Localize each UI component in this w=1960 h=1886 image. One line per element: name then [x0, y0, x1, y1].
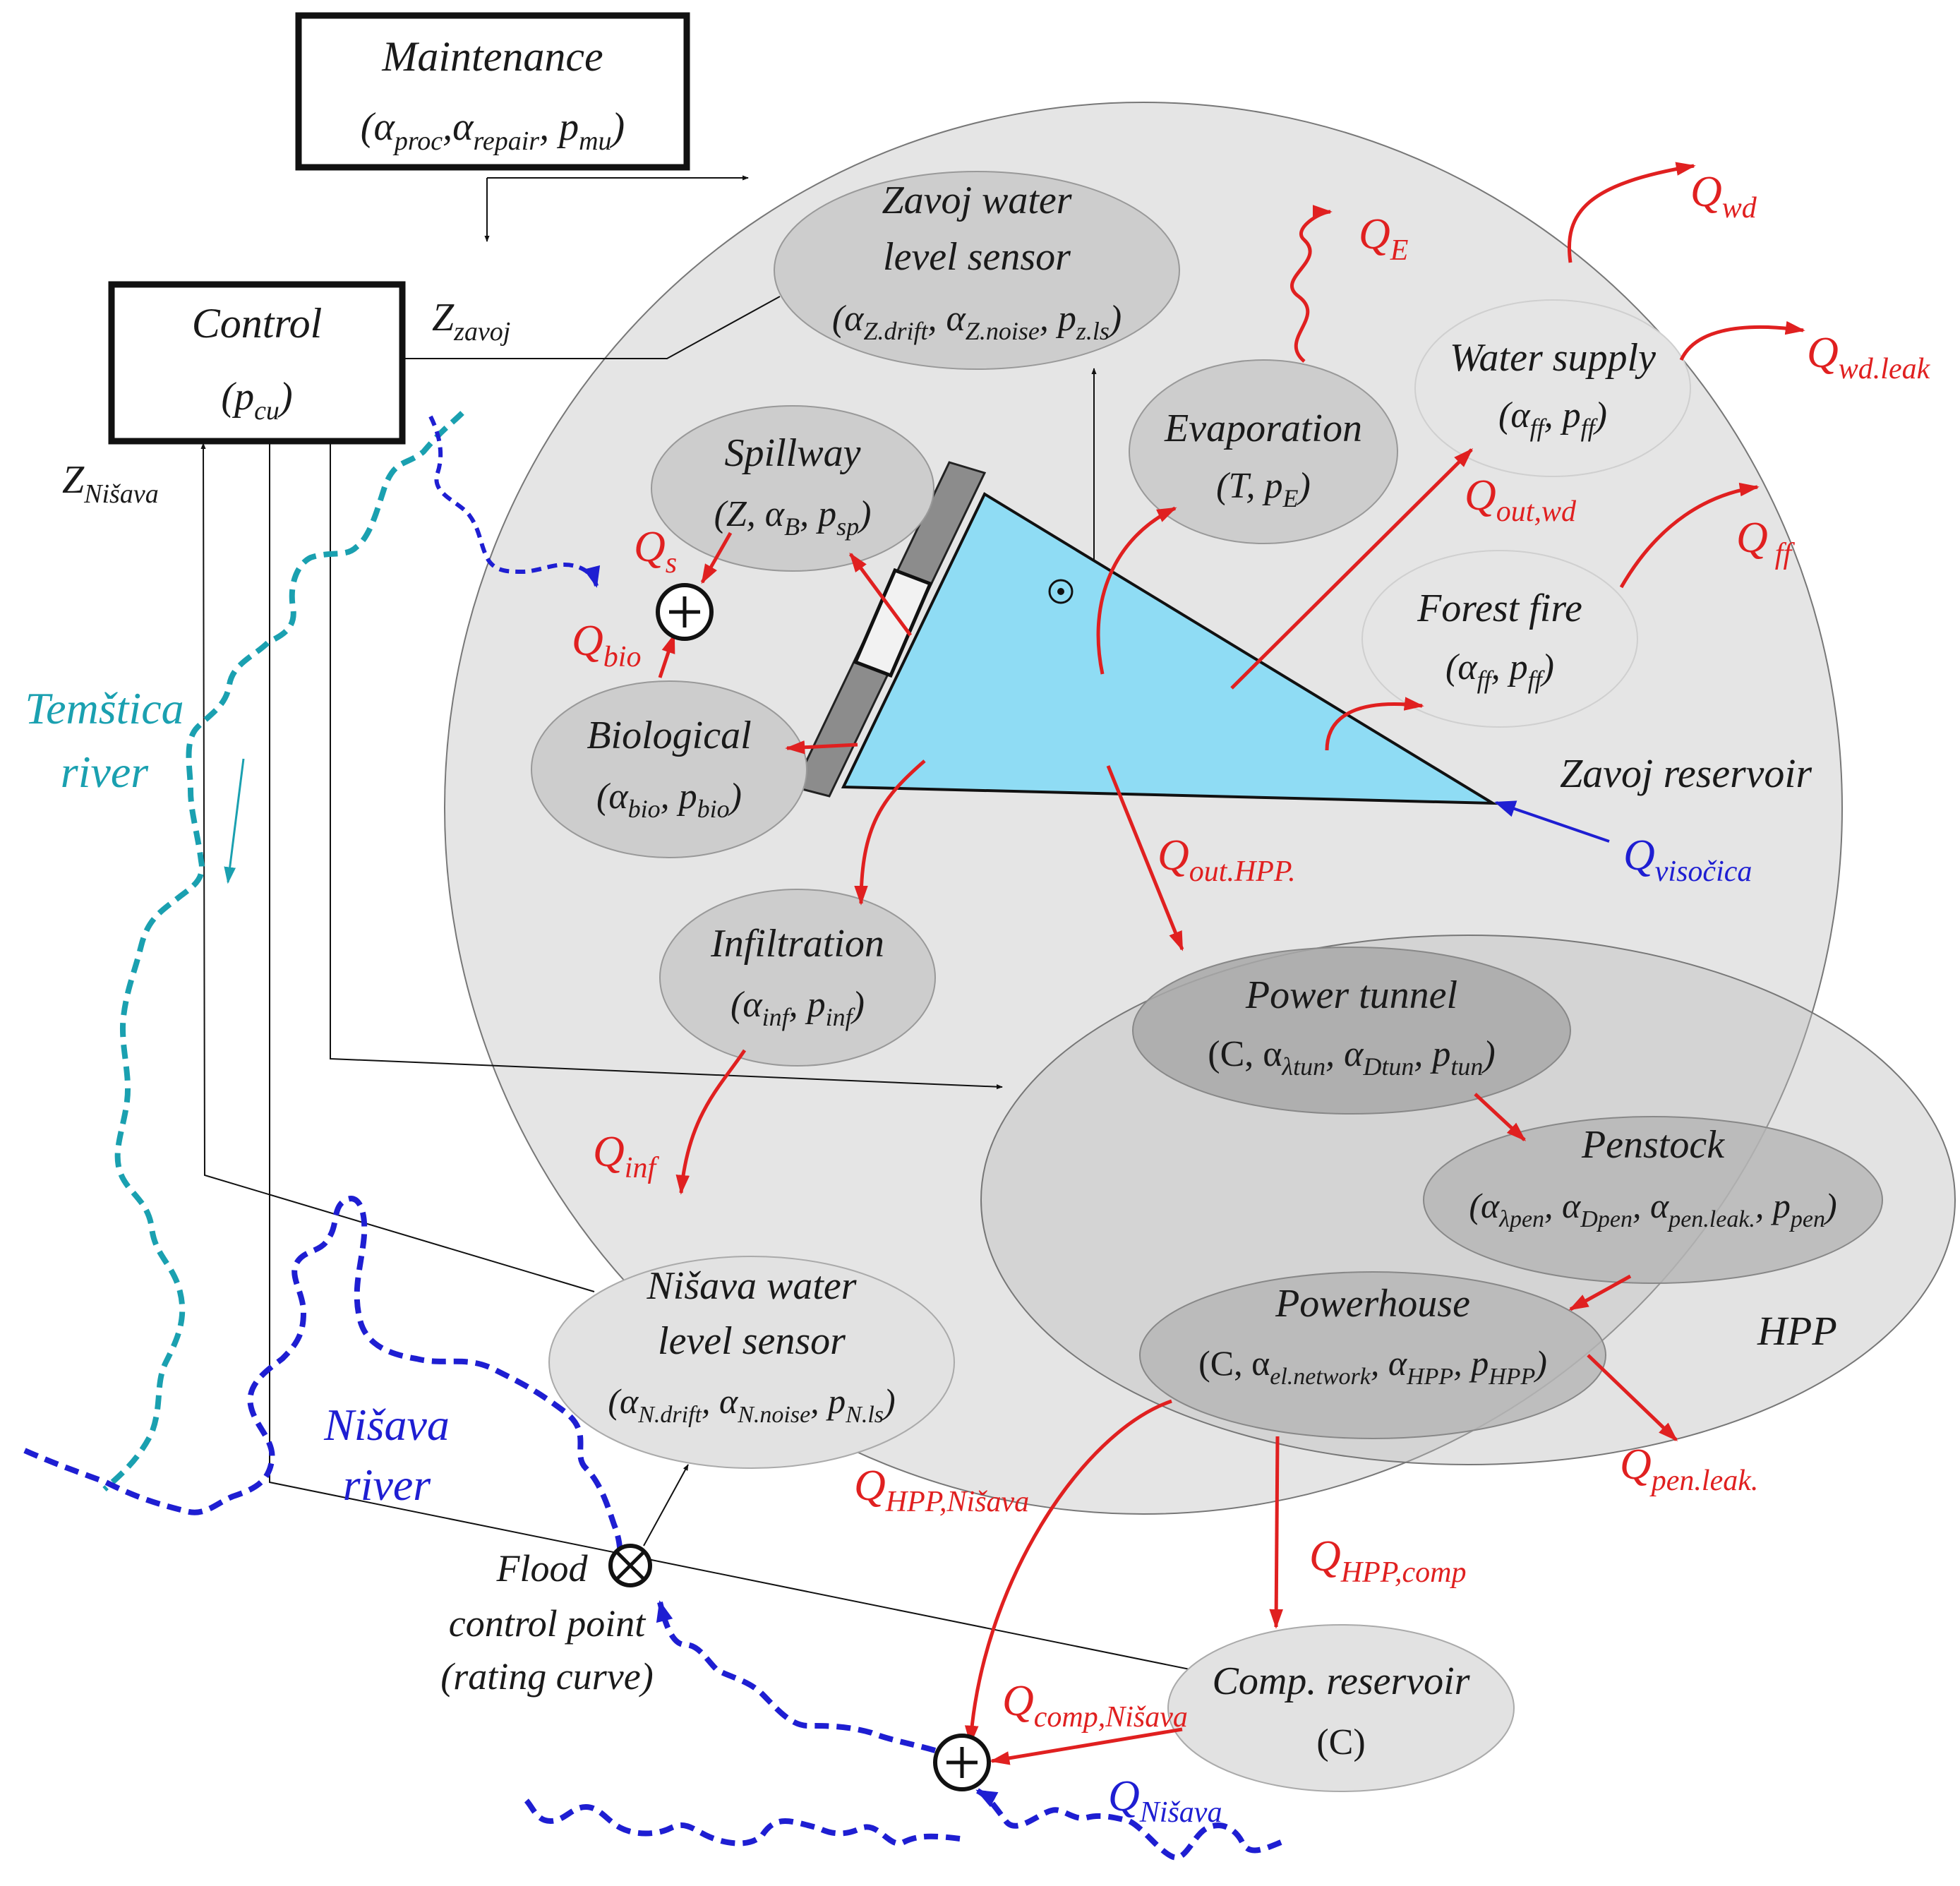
- spillway-title: Spillway: [725, 431, 861, 475]
- q-nisava-label: QNišava: [1108, 1772, 1222, 1829]
- flood-point-l2: control point: [449, 1602, 647, 1645]
- comp-reservoir-params: (C): [1316, 1722, 1365, 1762]
- zavoj-dam-and-reservoir: [792, 461, 1498, 805]
- nisava-river-l1: Nišava: [323, 1400, 450, 1450]
- penstock-params: (αλpen, αDpen, αpen.leak., ppen): [1469, 1186, 1836, 1232]
- comp-reservoir-title: Comp. reservoir: [1212, 1659, 1469, 1703]
- z-zavoj-label: Zzavoj: [432, 296, 510, 347]
- z-nisava-label: ZNišava: [62, 458, 159, 509]
- zavoj-reservoir-label: Zavoj reservoir: [1560, 750, 1812, 796]
- q-e-label: QE: [1359, 210, 1408, 267]
- power-tunnel-params: (C, αλtun, αDtun, ptun): [1208, 1034, 1495, 1081]
- q-bio-label: Qbio: [572, 617, 641, 673]
- penstock-node: Penstock (αλpen, αDpen, αpen.leak., ppen…: [1423, 1116, 1883, 1284]
- q-pen-leak-label: Qpen.leak.: [1620, 1441, 1758, 1497]
- q-out-wd-label: Qout,wd: [1465, 472, 1577, 528]
- q-visocica-label: Qvisočica: [1623, 831, 1752, 888]
- q-hpp-comp-label: QHPP,comp: [1309, 1532, 1466, 1589]
- spillway-node: Spillway (Z, αB, psp): [651, 405, 934, 572]
- infiltration-params: (αinf, pinf): [731, 985, 865, 1031]
- maintenance-title: Maintenance: [381, 33, 603, 80]
- spillway-gate: [853, 567, 933, 678]
- infiltration-title: Infiltration: [710, 922, 884, 966]
- maintenance-box: Maintenance (αproc,αrepair, pmu): [295, 12, 690, 171]
- control-title: Control: [192, 300, 322, 347]
- evaporation-node: Evaporation (T, pE): [1129, 359, 1398, 544]
- spillway-junction-plus-icon: [656, 583, 714, 641]
- water-supply-node: Water supply (αff, pff): [1414, 299, 1691, 477]
- temstica-river-l1: Temštica: [25, 683, 184, 733]
- comp-reservoir-node: Comp. reservoir (C): [1167, 1624, 1515, 1792]
- q-inf-label: Qinf: [593, 1128, 659, 1184]
- forest-fire-params: (αff, pff): [1445, 647, 1554, 694]
- penstock-title: Penstock: [1581, 1123, 1725, 1167]
- control-box: Control (pcu): [108, 281, 406, 445]
- red-flows: [658, 162, 1805, 1765]
- q-s-label: Qs: [634, 523, 677, 579]
- flood-point-l1: Flood: [496, 1547, 589, 1590]
- biological-title: Biological: [587, 714, 751, 757]
- forest-fire-node: Forest fire (αff, pff): [1361, 550, 1638, 728]
- q-hpp-nisava-label: QHPP,Nišava: [854, 1462, 1029, 1518]
- hpp-label: HPP: [1757, 1308, 1837, 1354]
- forest-fire-title: Forest fire: [1417, 587, 1582, 630]
- nisava-water-level-sensor-node: Nišava water level sensor (αN.drift, αN.…: [548, 1256, 955, 1469]
- zavoj-sensor-point-icon: [1048, 579, 1074, 604]
- powerhouse-title: Powerhouse: [1275, 1282, 1470, 1326]
- nisava-river: Nišava river: [23, 415, 1282, 1861]
- zavoj-sensor-l2: level sensor: [883, 235, 1071, 279]
- nisava-junction-plus-icon: [933, 1734, 991, 1791]
- biological-node: Biological (αbio, pbio): [531, 680, 807, 858]
- nisava-river-l2: river: [343, 1460, 432, 1510]
- evaporation-title: Evaporation: [1164, 407, 1362, 450]
- q-wd-leak-label: Qwd.leak: [1807, 329, 1931, 385]
- q-out-hpp-label: Qout.HPP.: [1158, 831, 1296, 888]
- power-tunnel-node: Power tunnel (C, αλtun, αDtun, ptun): [1132, 947, 1571, 1115]
- q-visocica-arrow: [1494, 800, 1610, 843]
- powerhouse-params: (C, αel.network, αHPP, pHPP): [1198, 1343, 1547, 1390]
- reservoir-water: [841, 492, 1498, 805]
- spillway-params: (Z, αB, psp): [714, 494, 872, 541]
- zavoj-sensor-l1: Zavoj water: [882, 179, 1071, 222]
- nisava-sensor-l1: Nišava water: [646, 1264, 856, 1308]
- control-params: (pcu): [221, 375, 292, 426]
- evaporation-params: (T, pE): [1216, 466, 1311, 512]
- control-wiring: [200, 175, 1208, 1674]
- zavoj-water-level-sensor-node: Zavoj water level sensor (αZ.drift, αZ.n…: [774, 171, 1180, 370]
- q-comp-nisava-label: Qcomp,Nišava: [1002, 1677, 1188, 1734]
- water-supply-title: Water supply: [1450, 336, 1656, 380]
- nisava-sensor-l2: level sensor: [658, 1319, 846, 1363]
- temstica-river: Temštica river: [25, 411, 464, 1491]
- powerhouse-node: Powerhouse (C, αel.network, αHPP, pHPP): [1139, 1271, 1606, 1439]
- flood-point-l3: (rating curve): [440, 1655, 653, 1698]
- temstica-river-l2: river: [61, 747, 150, 797]
- nisava-sensor-params: (αN.drift, αN.noise, pN.ls): [608, 1381, 895, 1428]
- maintenance-params: (αproc,αrepair, pmu): [361, 105, 625, 156]
- q-wd-label: Qwd: [1690, 168, 1757, 224]
- flood-control-point-icon: [608, 1544, 652, 1587]
- power-tunnel-title: Power tunnel: [1245, 973, 1457, 1017]
- infiltration-node: Infiltration (αinf, pinf): [659, 889, 936, 1067]
- biological-params: (αbio, pbio): [596, 776, 742, 823]
